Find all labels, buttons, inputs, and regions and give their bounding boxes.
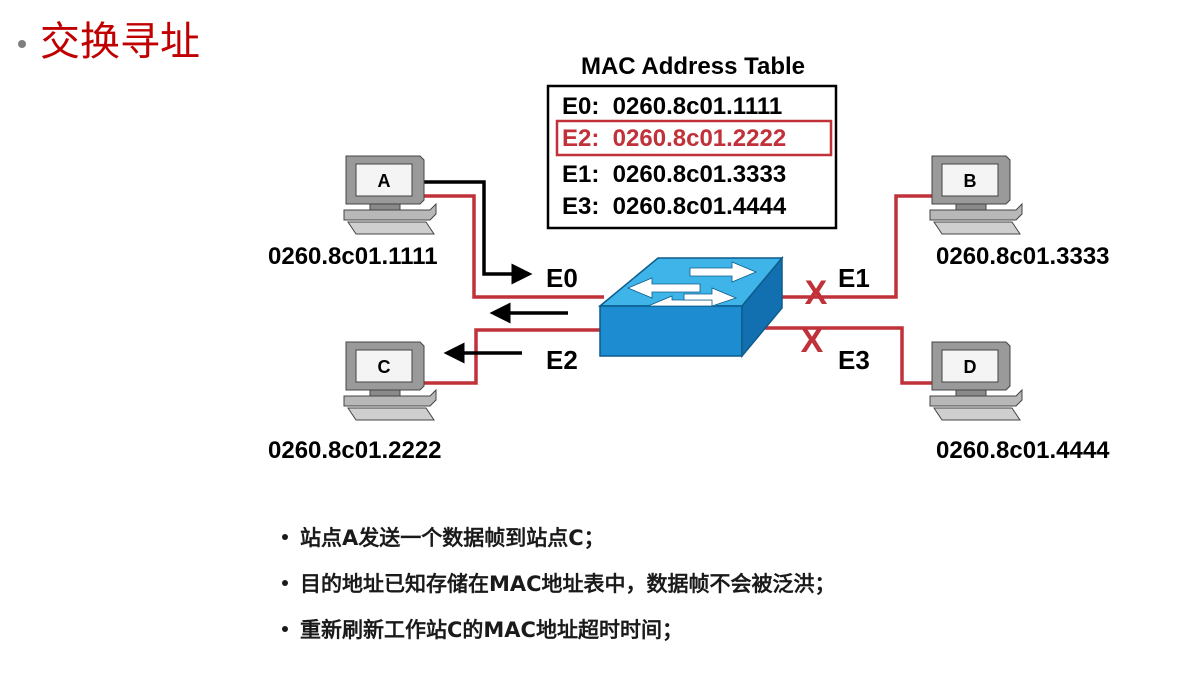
computer-c: C — [343, 341, 437, 421]
mac-table-highlight-box — [555, 119, 833, 157]
mac-table-row-e1: E1: 0260.8c01.3333 — [562, 161, 786, 188]
host-mac-a: 0260.8c01.1111 — [268, 243, 438, 270]
link-c-e2 — [420, 328, 604, 385]
computer-a: A — [343, 155, 437, 235]
host-label-d: D — [964, 357, 977, 377]
bullet-dot — [282, 626, 288, 632]
mac-table-row-e0: E0: 0260.8c01.1111 — [562, 93, 782, 120]
mac-table-row-e2: E2: 0260.8c01.2222 — [562, 125, 786, 152]
port-label-e1: E1 — [838, 263, 870, 293]
computer-b: B — [929, 155, 1023, 235]
list-item: 站点A发送一个数据帧到站点C； — [282, 514, 836, 560]
bullet-dot — [282, 580, 288, 586]
computer-icon — [929, 341, 1023, 421]
port-label-e3: E3 — [838, 345, 870, 375]
computer-d: D — [929, 341, 1023, 421]
host-mac-d: 0260.8c01.4444 — [936, 437, 1110, 464]
computer-icon — [343, 341, 437, 421]
host-label-a: A — [378, 171, 391, 191]
title-bullet-dot — [18, 40, 26, 48]
link-d-e3 — [760, 326, 936, 385]
title-text: 交换寻址 — [40, 19, 200, 65]
frame-path-arrow-in — [420, 180, 533, 285]
host-mac-b: 0260.8c01.3333 — [936, 243, 1110, 270]
port-label-e0: E0 — [546, 263, 578, 293]
host-mac-c: 0260.8c01.2222 — [268, 437, 442, 464]
explanation-list: 站点A发送一个数据帧到站点C； 目的地址已知存储在MAC地址表中，数据帧不会被泛… — [282, 514, 836, 652]
switch-icon — [597, 255, 784, 359]
mac-table-frame — [546, 84, 838, 230]
blocked-mark-e3: X — [801, 322, 824, 360]
computer-icon — [929, 155, 1023, 235]
host-label-c: C — [378, 357, 391, 377]
bullet-dot — [282, 534, 288, 540]
mac-table-heading: MAC Address Table — [581, 53, 805, 80]
mac-table-row-e3: E3: 0260.8c01.4444 — [562, 193, 787, 220]
link-a-e0 — [420, 194, 604, 299]
link-b-e1 — [770, 194, 936, 299]
list-item: 目的地址已知存储在MAC地址表中，数据帧不会被泛洪； — [282, 560, 836, 606]
list-item: 重新刷新工作站C的MAC地址超时时间； — [282, 606, 836, 652]
blocked-mark-e1: X — [805, 274, 828, 312]
slide-title: 交换寻址 — [18, 22, 200, 62]
computer-icon — [343, 155, 437, 235]
host-label-b: B — [964, 171, 977, 191]
port-label-e2: E2 — [546, 345, 578, 375]
